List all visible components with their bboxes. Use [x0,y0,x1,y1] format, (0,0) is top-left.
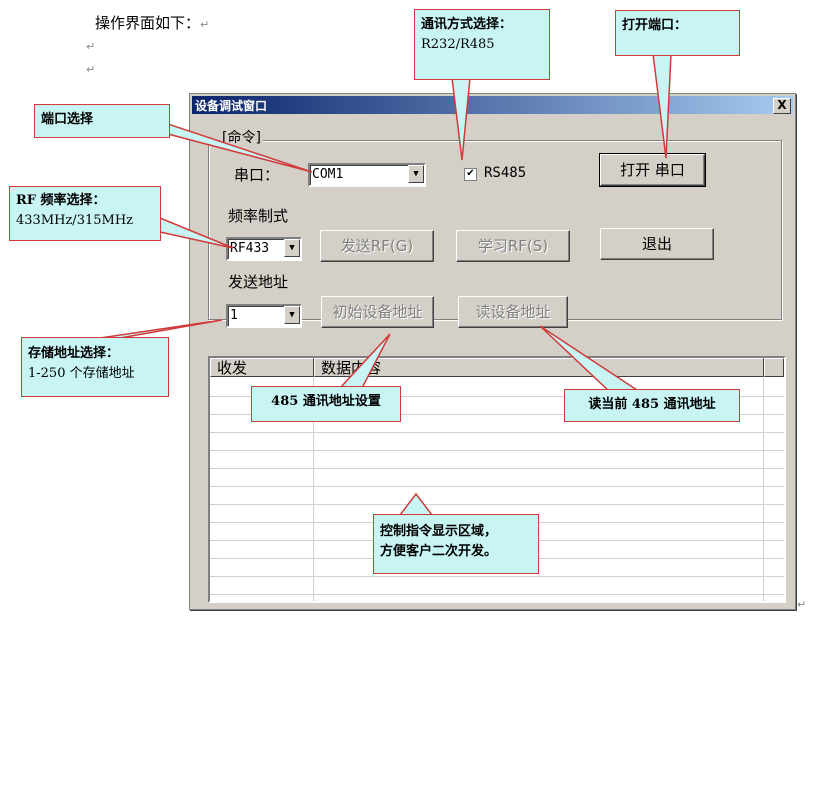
callout-rf-freq: RF 频率选择：433MHz/315MHz [9,186,161,241]
list-header: 收发 数据内容 [210,358,784,378]
chevron-down-icon[interactable]: ▼ [284,306,300,324]
callout-control-display: 控制指令显示区域，方便客户二次开发。 [373,514,539,574]
address-select[interactable]: 1 ▼ [226,304,302,328]
table-row [210,576,784,577]
read-address-button[interactable]: 读设备地址 [458,296,568,328]
address-label: 发送地址 [228,273,289,291]
rs485-label: RS485 [484,165,527,181]
table-row [210,396,784,397]
paragraph-mark: ↵ [797,598,807,611]
storage-pointer [99,319,223,339]
group-label: [命令] [220,127,263,147]
port-label: 串口： [234,166,280,184]
callout-port-select: 端口选择 [34,104,170,138]
addr-485-pointer [338,333,391,389]
frequency-select[interactable]: RF433 ▼ [226,237,302,261]
table-row [210,414,784,415]
close-button[interactable]: X [773,98,791,114]
comm-mode-pointer [451,77,471,161]
port-select[interactable]: COM1 ▼ [308,163,426,187]
column-divider [763,378,764,601]
column-header-direction[interactable]: 收发 [210,358,314,377]
frequency-select-value: RF433 [230,241,270,256]
table-row [210,468,784,469]
column-header-spacer [764,358,784,377]
table-row [210,432,784,433]
title-bar[interactable]: 设备调试窗口 X [192,96,793,114]
callout-comm-mode: 通讯方式选择：R232/R485 [414,9,550,80]
chevron-down-icon[interactable]: ▼ [284,239,300,257]
init-address-button[interactable]: 初始设备地址 [321,296,434,328]
address-select-value: 1 [230,308,238,323]
callout-open-port: 打开端口： [615,10,740,56]
dialog-title: 设备调试窗口 [195,99,268,113]
exit-button[interactable]: 退出 [600,228,714,260]
table-row [210,486,784,487]
paragraph-mark: ↵ [86,63,96,76]
table-row [210,450,784,451]
column-header-content[interactable]: 数据内容 [314,358,764,377]
intro-text: 操作界面如下：↵ [95,14,210,32]
callout-storage-address: 存储地址选择：1-250 个存储地址 [21,337,169,397]
table-row [210,594,784,595]
port-select-pointer [167,122,313,173]
column-divider [313,378,314,601]
port-select-value: COM1 [312,167,344,182]
table-row [210,504,784,505]
rf-freq-pointer [159,216,234,249]
chevron-down-icon[interactable]: ▼ [408,165,424,183]
callout-485-address-set: 485 通讯地址设置 [251,386,401,422]
paragraph-mark: ↵ [86,40,96,53]
rs485-checkbox[interactable]: ✔ [464,168,477,181]
send-rf-button[interactable]: 发送RF(G) [320,230,434,262]
frequency-label: 频率制式 [228,207,289,225]
learn-rf-button[interactable]: 学习RF(S) [456,230,570,262]
open-port-pointer [652,53,672,159]
read-485-pointer [539,325,643,393]
display-area-pointer [398,492,434,516]
open-port-button[interactable]: 打开 串口 [599,153,706,187]
callout-read-485-address: 读当前 485 通讯地址 [564,389,740,422]
